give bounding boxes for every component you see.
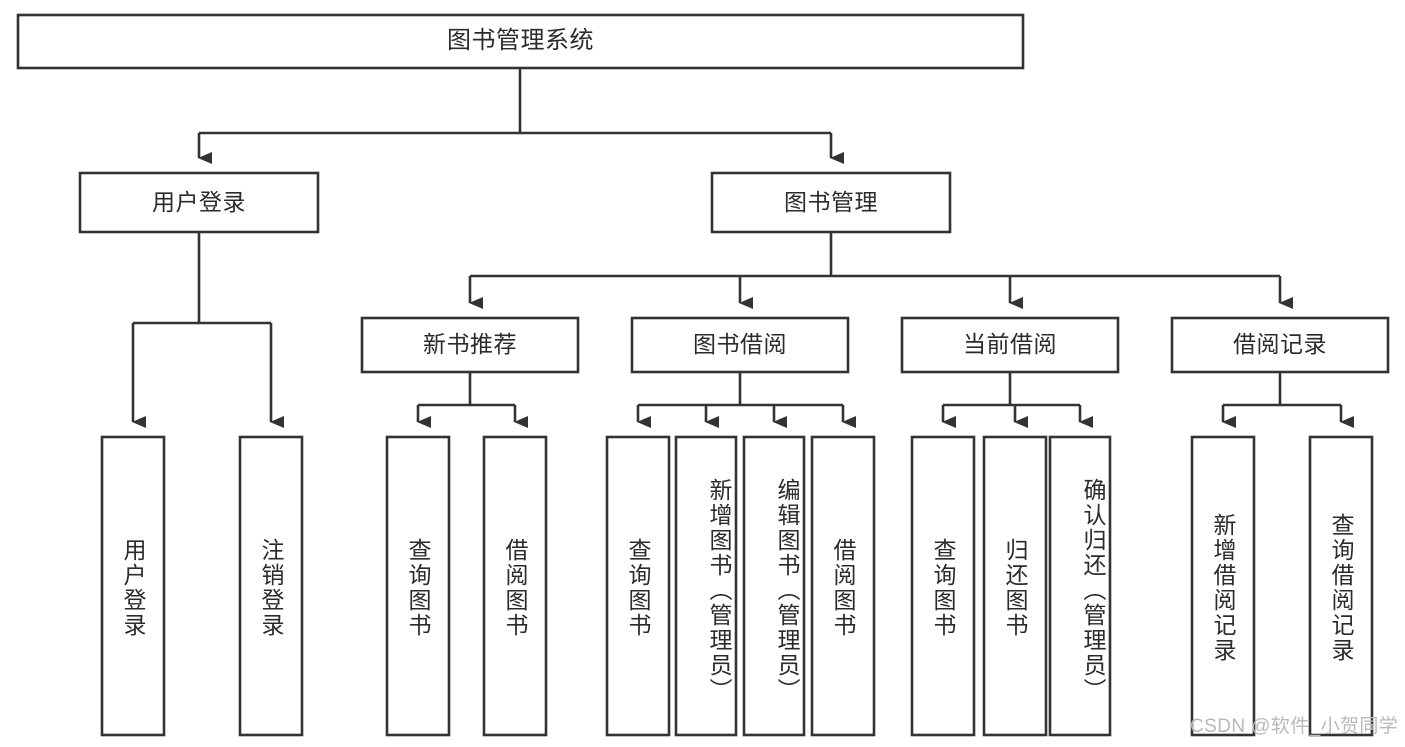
leaf-box-3[interactable] <box>482 435 548 737</box>
leaf-box-10[interactable] <box>1048 435 1112 737</box>
leaf-box-11[interactable] <box>1190 435 1256 737</box>
connector-borrow-record-to-leaves <box>1221 372 1354 428</box>
leaf-box-6[interactable] <box>742 435 806 737</box>
leaf-box-8[interactable] <box>910 435 976 737</box>
leaf-box-7[interactable] <box>810 435 876 737</box>
connector-current-borrow-to-leaves <box>941 372 1093 428</box>
node-box-borrow-record[interactable] <box>1170 316 1390 374</box>
leaf-box-0[interactable] <box>100 435 166 737</box>
node-box-book-borrow[interactable] <box>630 316 850 374</box>
connector-book-borrow-to-leaves <box>636 372 856 428</box>
csdn-watermark: CSDN @软件_小贺同学 <box>1190 716 1399 737</box>
leaf-box-12[interactable] <box>1308 435 1374 737</box>
node-box-current-borrow[interactable] <box>900 316 1120 374</box>
connector-user-login-to-leaves <box>131 232 284 428</box>
node-boxes <box>16 13 1390 737</box>
node-box-user-login[interactable] <box>78 171 320 234</box>
leaf-box-2[interactable] <box>385 435 451 737</box>
leaf-box-9[interactable] <box>982 435 1048 737</box>
connector-root-to-level1 <box>197 68 844 164</box>
node-box-book-management[interactable] <box>710 171 952 234</box>
connector-new-book-recommend-to-leaves <box>416 372 528 428</box>
node-box-new-book-recommend[interactable] <box>360 316 580 374</box>
connector-book-management-to-level2 <box>468 232 1293 309</box>
node-box-root[interactable] <box>16 13 1025 70</box>
leaf-box-1[interactable] <box>238 435 304 737</box>
leaf-box-5[interactable] <box>674 435 738 737</box>
leaf-box-4[interactable] <box>605 435 671 737</box>
